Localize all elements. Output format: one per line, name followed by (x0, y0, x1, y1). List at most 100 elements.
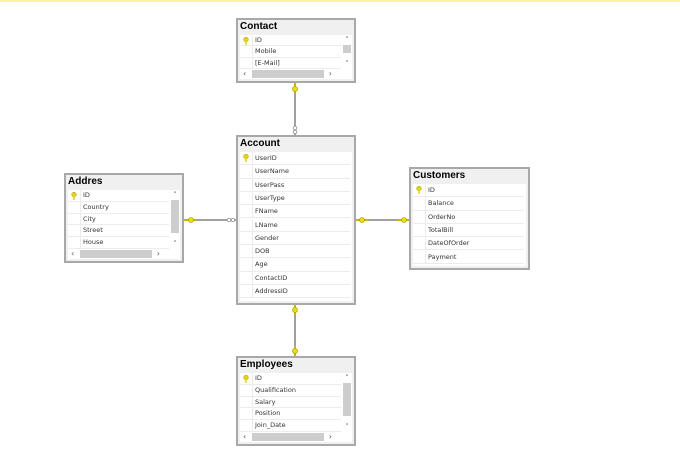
key-cell (68, 213, 81, 225)
horizontal-scrollbar[interactable]: ‹› (68, 249, 180, 259)
horizontal-scrollbar[interactable]: ‹› (240, 69, 352, 79)
column-name: TotalBill (428, 225, 454, 234)
column-row-addressid[interactable]: AddressID (240, 285, 350, 299)
column-row-username[interactable]: UserName (240, 165, 350, 179)
scroll-thumb[interactable] (171, 200, 179, 233)
column-name: AddressID (255, 287, 288, 295)
key-endpoint-icon (184, 217, 196, 223)
column-name: House (83, 238, 104, 247)
key-cell (413, 250, 426, 263)
table-title[interactable]: Customers (413, 170, 466, 181)
column-row-email[interactable]: [E-Mail] (240, 57, 341, 69)
scroll-up-icon[interactable]: ˄ (345, 36, 349, 44)
key-endpoint-icon (397, 217, 409, 223)
key-cell (240, 271, 253, 284)
table-title[interactable]: Addres (68, 176, 103, 187)
column-row-orderno[interactable]: OrderNo (413, 210, 524, 224)
column-name: Age (255, 260, 268, 269)
column-row-contactid[interactable]: ContactID (240, 271, 350, 285)
relationship-contact-account[interactable] (294, 83, 296, 135)
scroll-thumb[interactable] (80, 250, 152, 258)
column-row-lname[interactable]: LName (240, 218, 350, 232)
column-row-qualification[interactable]: Qualification (240, 384, 341, 397)
column-row-usertype[interactable]: UserType (240, 191, 350, 206)
column-name: UserID (255, 154, 277, 162)
primary-key-icon (243, 37, 249, 45)
column-row-salary[interactable]: Salary (240, 396, 341, 409)
column-row-userid[interactable]: UserID (240, 152, 350, 166)
scroll-left-icon[interactable]: ‹ (71, 249, 75, 258)
scroll-right-icon[interactable]: › (328, 69, 332, 78)
table-title[interactable]: Contact (240, 21, 278, 32)
scroll-thumb[interactable] (252, 70, 324, 78)
column-name: DOB (255, 247, 270, 256)
column-row-gender[interactable]: Gender (240, 231, 350, 246)
key-cell (240, 57, 253, 68)
column-row-street[interactable]: Street (68, 225, 169, 238)
column-name: Balance (428, 199, 454, 208)
vertical-scrollbar[interactable]: ˄˅ (342, 373, 352, 432)
relationship-addres-account[interactable] (184, 219, 236, 221)
column-row-payment[interactable]: Payment (413, 250, 524, 264)
column-name: UserPass (255, 180, 285, 189)
key-endpoint-icon (292, 305, 298, 315)
scroll-right-icon[interactable]: › (156, 249, 160, 258)
vertical-scrollbar[interactable]: ˄˅ (170, 190, 180, 249)
column-row-mobile[interactable]: Mobile (240, 46, 341, 58)
column-row-age[interactable]: Age (240, 258, 350, 272)
column-row-house[interactable]: House (68, 237, 169, 249)
scroll-up-icon[interactable]: ˄ (345, 374, 349, 382)
column-row-dateoforder[interactable]: DateOfOrder (413, 237, 524, 251)
column-row-fname[interactable]: FName (240, 205, 350, 219)
column-name: ID (428, 186, 435, 194)
key-cell (413, 210, 426, 223)
column-row-id[interactable]: ID (413, 184, 524, 198)
table-title[interactable]: Account (240, 138, 280, 149)
key-cell (240, 396, 253, 408)
column-row-id[interactable]: ID (240, 35, 341, 47)
column-row-id[interactable]: ID (68, 190, 169, 202)
scroll-thumb[interactable] (252, 433, 324, 441)
column-row-balance[interactable]: Balance (413, 197, 524, 211)
relationship-account-customers[interactable] (356, 219, 409, 221)
column-name: Salary (255, 397, 276, 406)
scroll-up-icon[interactable]: ˄ (173, 191, 177, 199)
table-title[interactable]: Employees (240, 359, 293, 370)
key-endpoint-icon (356, 217, 368, 223)
scroll-left-icon[interactable]: ‹ (243, 69, 247, 78)
column-row-city[interactable]: City (68, 213, 169, 226)
column-row-country[interactable]: Country (68, 201, 169, 214)
column-row-totalbill[interactable]: TotalBill (413, 223, 524, 238)
scroll-down-icon[interactable]: ˅ (173, 240, 177, 248)
column-name: OrderNo (428, 212, 456, 221)
scroll-thumb[interactable] (343, 45, 351, 53)
scroll-left-icon[interactable]: ‹ (243, 432, 247, 441)
column-row-id[interactable]: ID (240, 373, 341, 385)
vertical-scrollbar[interactable]: ˄˅ (342, 35, 352, 69)
key-cell (240, 205, 253, 218)
column-row-joindate[interactable]: Join_Date (240, 420, 341, 432)
scroll-down-icon[interactable]: ˅ (345, 60, 349, 68)
column-name: Position (255, 409, 281, 418)
scroll-thumb[interactable] (343, 383, 351, 416)
column-row-position[interactable]: Position (240, 408, 341, 421)
column-row-dob[interactable]: DOB (240, 245, 350, 259)
key-cell (68, 237, 81, 248)
scroll-down-icon[interactable]: ˅ (345, 423, 349, 431)
column-name: ID (255, 36, 262, 44)
scroll-right-icon[interactable]: › (328, 432, 332, 441)
column-name: Street (83, 226, 103, 235)
relationship-account-employees[interactable] (294, 305, 296, 356)
key-cell (240, 178, 253, 191)
infinity-endpoint-icon (292, 125, 298, 135)
column-row-userpass[interactable]: UserPass (240, 178, 350, 192)
horizontal-scrollbar[interactable]: ‹› (240, 432, 352, 442)
